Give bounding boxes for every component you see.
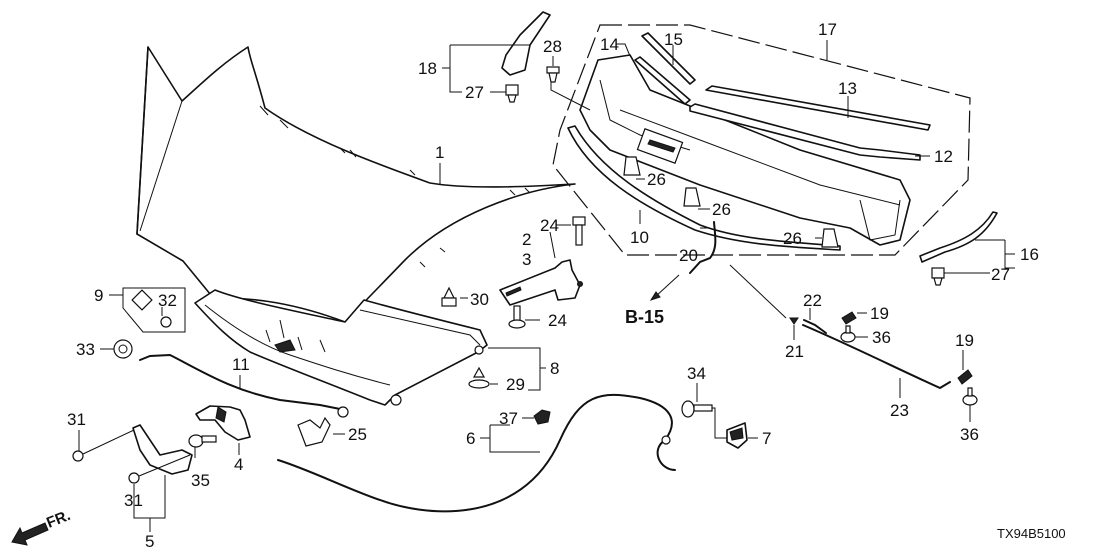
callout-17[interactable]: 17 (818, 20, 837, 39)
callout-27b[interactable]: 27 (991, 265, 1010, 284)
bolt-24-upper[interactable] (572, 216, 586, 246)
hood-insulator-part[interactable] (194, 289, 488, 406)
front-arrow-icon (11, 522, 49, 546)
tube-clip-19-b[interactable] (957, 369, 973, 385)
callout-8[interactable]: 8 (550, 359, 559, 378)
callout-18[interactable]: 18 (418, 59, 437, 78)
callout-24a[interactable]: 24 (540, 216, 559, 235)
callout-5[interactable]: 5 (145, 532, 154, 551)
seal-12 (689, 103, 921, 161)
hood-seal-rubber-part[interactable] (567, 125, 841, 251)
hood-stopper-33[interactable] (113, 339, 133, 359)
cowl-side-cover-left-part[interactable] (501, 11, 551, 76)
cowl-seals[interactable] (634, 32, 931, 161)
callout-6[interactable]: 6 (466, 429, 475, 448)
hood-hinge-part[interactable] (499, 259, 583, 306)
washer-tube-22[interactable] (803, 319, 827, 334)
cowl-side-cover-right-part[interactable] (919, 211, 998, 263)
leader-lines (78, 40, 1015, 532)
callout-32[interactable]: 32 (158, 291, 177, 310)
callout-35[interactable]: 35 (191, 471, 210, 490)
callout-36a[interactable]: 36 (872, 328, 891, 347)
hood-part[interactable] (136, 46, 576, 323)
callout-29[interactable]: 29 (506, 375, 525, 394)
bolt-24-lower[interactable] (508, 305, 526, 329)
callout-13[interactable]: 13 (838, 79, 857, 98)
callout-19a[interactable]: 19 (870, 304, 889, 323)
seal-15 (641, 32, 696, 85)
seal-14 (634, 56, 691, 105)
callout-2[interactable]: 2 (522, 230, 531, 249)
seal-13 (705, 85, 931, 131)
patch-part[interactable] (131, 289, 153, 311)
clip-28[interactable] (546, 66, 560, 83)
callout-23[interactable]: 23 (890, 401, 909, 420)
callout-21[interactable]: 21 (785, 342, 804, 361)
callout-24b[interactable]: 24 (548, 311, 567, 330)
bolt-35[interactable] (188, 434, 217, 448)
support-rod-part[interactable] (139, 353, 346, 411)
callout-12[interactable]: 12 (934, 147, 953, 166)
callout-37[interactable]: 37 (499, 409, 518, 428)
patch-group-box (122, 287, 186, 333)
callout-7[interactable]: 7 (762, 429, 771, 448)
diagram-code: TX94B5100 (997, 526, 1066, 541)
grommet-32[interactable] (160, 316, 172, 328)
b15-arrowhead-icon (649, 291, 661, 301)
cowl-top-part[interactable] (579, 54, 911, 246)
callout-31b[interactable]: 31 (124, 491, 143, 510)
section-reference-b15[interactable]: B-15 (625, 307, 664, 327)
lock-bracket-part[interactable] (132, 424, 193, 475)
callout-26b[interactable]: 26 (712, 200, 731, 219)
callout-33[interactable]: 33 (76, 340, 95, 359)
callout-26a[interactable]: 26 (647, 170, 666, 189)
callout-31a[interactable]: 31 (67, 410, 86, 429)
front-direction-indicator: FR. (11, 507, 73, 546)
clip-36-b[interactable] (962, 387, 978, 406)
bolt-34[interactable] (681, 400, 713, 418)
callout-4[interactable]: 4 (234, 455, 243, 474)
callout-16[interactable]: 16 (1020, 245, 1039, 264)
callout-3[interactable]: 3 (522, 250, 531, 269)
callout-28[interactable]: 28 (543, 37, 562, 56)
callout-9[interactable]: 9 (94, 286, 103, 305)
clip-36-a[interactable] (840, 325, 856, 343)
cowl-assembly-boundary (552, 24, 971, 256)
washer-tube-23[interactable] (802, 324, 951, 390)
clip-27-right[interactable] (931, 267, 945, 286)
hood-lock-part[interactable] (195, 405, 251, 441)
callout-30[interactable]: 30 (470, 290, 489, 309)
callout-36b[interactable]: 36 (960, 425, 979, 444)
callout-labels: 1 2 3 4 5 6 7 8 9 10 11 12 13 14 15 16 1… (67, 20, 1039, 551)
callout-19b[interactable]: 19 (955, 331, 974, 350)
front-label: FR. (44, 507, 73, 532)
callout-22[interactable]: 22 (803, 291, 822, 310)
rod-holder-25[interactable] (297, 416, 331, 447)
callout-10[interactable]: 10 (630, 228, 649, 247)
release-handle-part[interactable] (726, 422, 748, 449)
callout-14[interactable]: 14 (600, 35, 619, 54)
washer-tube-joint-20[interactable] (689, 221, 717, 274)
callout-25[interactable]: 25 (348, 425, 367, 444)
cable-clip-37[interactable] (533, 409, 551, 425)
callout-27a[interactable]: 27 (465, 83, 484, 102)
callout-1[interactable]: 1 (435, 143, 444, 162)
b15-arrow-line (654, 274, 680, 298)
washer-nozzle-21[interactable] (789, 317, 799, 325)
clip-26-a[interactable] (623, 156, 641, 176)
callout-20[interactable]: 20 (679, 246, 698, 265)
callout-15[interactable]: 15 (664, 30, 683, 49)
clip-26-c[interactable] (821, 228, 839, 248)
clip-26-b[interactable] (683, 187, 701, 207)
rivet-31-a[interactable] (72, 450, 84, 462)
callout-26c[interactable]: 26 (783, 229, 802, 248)
rivet-31-b[interactable] (128, 472, 140, 484)
callout-11[interactable]: 11 (232, 355, 250, 374)
tube-clip-19-a[interactable] (841, 311, 857, 325)
callout-34[interactable]: 34 (687, 364, 706, 383)
clip-29[interactable] (468, 366, 490, 389)
clip-30[interactable] (441, 286, 457, 307)
clip-27-left[interactable] (505, 84, 519, 103)
